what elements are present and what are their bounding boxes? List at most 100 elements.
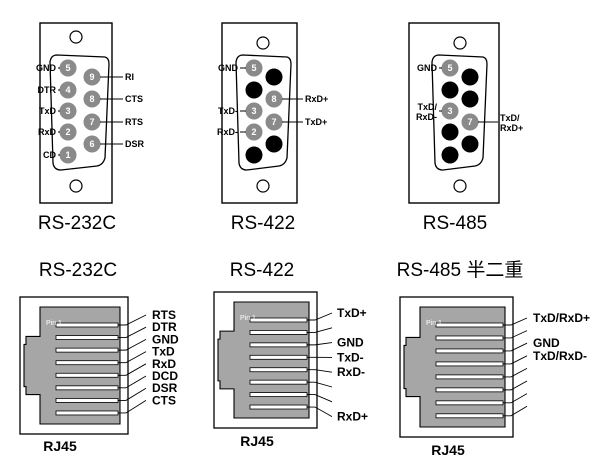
mounting-hole-icon (453, 179, 467, 193)
pin-label: TxD- (218, 106, 238, 116)
pin-number: 1 (65, 150, 70, 160)
rj45-contact (55, 372, 119, 378)
rj45-wire (503, 342, 528, 352)
pin-label: RxD- (217, 127, 238, 137)
rj45-wire (307, 369, 333, 373)
rj45-pin-label: TxD/RxD+ (533, 311, 590, 325)
rj45-wire (118, 363, 147, 376)
pin-number: 6 (89, 139, 94, 149)
connector-caption: RS-422 (231, 213, 295, 234)
rj45-title: RS-422 (230, 260, 294, 281)
rj45-contact (249, 330, 308, 335)
rj45-contact (249, 367, 308, 373)
rj45-pin-label: CTS (152, 393, 176, 407)
pin-label: GND (417, 63, 438, 73)
rj45-wire (503, 317, 528, 326)
pin-unused (265, 135, 283, 153)
pin-number: 4 (65, 85, 70, 95)
rj45-title: RS-485 半二重 (397, 259, 524, 281)
rj45-wire (503, 355, 528, 365)
rj45-pin-label: TxD/RxD- (533, 349, 587, 363)
rj45-wire (118, 375, 147, 389)
rj45-contact (249, 354, 308, 360)
rj45-pin-label: TxD+ (337, 306, 367, 320)
pin-unused (245, 146, 263, 164)
rj45-contact (249, 317, 308, 323)
rj45-pin-label: RTS (152, 308, 176, 322)
pin-label: CD (43, 150, 56, 160)
mounting-hole-icon (69, 30, 83, 44)
pin-label: TxD+ (305, 117, 327, 127)
rj45-caption: RJ45 (43, 438, 77, 454)
pin-number: 5 (65, 63, 70, 73)
rj45-wire (118, 351, 147, 364)
connector-caption: RS-485 (423, 213, 487, 234)
rj45-caption: RJ45 (240, 433, 274, 449)
pin-label: CTS (125, 94, 143, 104)
rj45-wire (307, 394, 333, 403)
rj45-pin-label: GND (337, 336, 364, 350)
pin-unused (245, 81, 263, 99)
pin-number: 3 (251, 106, 256, 116)
rj45-pin-label: TxD (152, 345, 175, 359)
pin-number: 2 (65, 127, 70, 137)
rj45-wire (307, 327, 333, 333)
pin-label: GND (218, 63, 239, 73)
rj45-wire (307, 342, 333, 346)
rj45-pin-label: DCD (152, 369, 178, 383)
rj45-pin-label: GND (533, 336, 560, 350)
rj45-pin-label: DSR (152, 381, 178, 395)
pin-label: RTS (125, 117, 143, 127)
pin-unused (461, 68, 479, 86)
rj45-wire (503, 380, 528, 391)
rj45-pin-label: RxD- (337, 365, 365, 379)
pin-unused (461, 90, 479, 108)
rj45-wire (307, 381, 333, 388)
pin-unused (441, 146, 459, 164)
pin-number: 7 (271, 117, 276, 127)
rj45-wire (118, 314, 147, 326)
pin-label: DSR (125, 139, 145, 149)
pin-number: 8 (89, 94, 94, 104)
mounting-hole-icon (453, 36, 467, 50)
rj45-wire (503, 405, 528, 417)
rj45-contact (55, 322, 119, 328)
rj45-contact (435, 413, 504, 419)
pin-number: 9 (89, 72, 94, 82)
d-sub-shell (431, 54, 488, 171)
rj45-pin-label: RxD (152, 357, 176, 371)
pin-label: TxD/RxD- (416, 102, 438, 122)
rj45-caption: RJ45 (431, 442, 465, 458)
pin-number: 5 (251, 63, 256, 73)
rj45-contact (435, 348, 504, 354)
pin-label: TxD (39, 106, 57, 116)
pin-unused (441, 123, 459, 141)
rj45-contact (55, 360, 119, 366)
rj45-pin-label: RxD+ (337, 410, 368, 424)
rj45-contact (55, 335, 119, 340)
rj45-wire (307, 312, 333, 321)
pin-label: TxD/RxD+ (500, 113, 523, 133)
pin-label: RI (125, 72, 134, 82)
rj45-title: RS-232C (39, 260, 117, 281)
rj45-pin-label: DTR (152, 320, 177, 334)
rj45-contact (55, 385, 119, 391)
rj45-contact (55, 347, 119, 353)
pin-label: RxD (38, 127, 57, 137)
pin-number: 2 (251, 127, 256, 137)
rj45-wire (118, 387, 147, 401)
rj45-wire (118, 326, 147, 339)
pin-number: 8 (271, 94, 276, 104)
pin-number: 7 (89, 117, 94, 127)
pin-number: 3 (447, 106, 452, 116)
pin-label: DTR (38, 85, 57, 95)
mounting-hole-icon (256, 179, 270, 193)
rj45-contact (249, 392, 308, 397)
rj45-contact (435, 400, 504, 406)
